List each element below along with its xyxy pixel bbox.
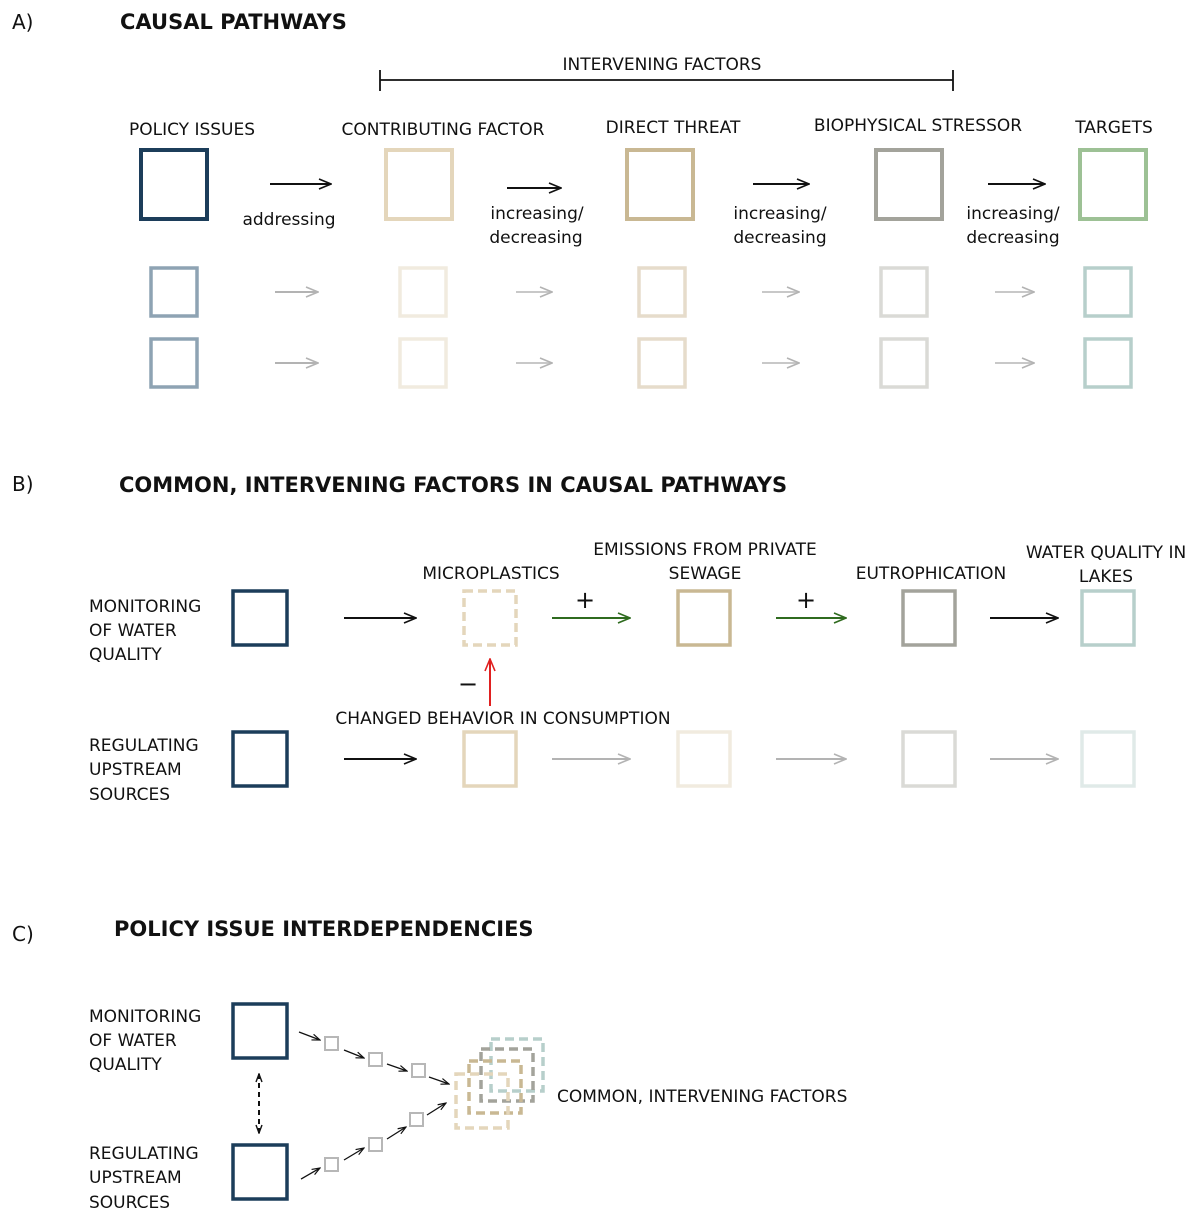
- microplastics-box: [462, 589, 518, 647]
- arrow-label-increasing-2: increasing/: [733, 204, 826, 224]
- upper-chain: [298, 1031, 449, 1084]
- arrow-label-decreasing-2: decreasing: [733, 228, 826, 248]
- regulating-policy-box: [231, 730, 289, 788]
- faded-threat-box: [676, 730, 732, 788]
- monitoring-policy-box: [231, 589, 289, 647]
- column-label-targets: TARGETS: [1074, 118, 1153, 138]
- section-b: B) COMMON, INTERVENING FACTORS IN CAUSAL…: [12, 472, 1186, 805]
- biophysical-stressor-box: [874, 148, 944, 221]
- faded-pathway-row-1: [149, 266, 1133, 318]
- column-label-contributing-factor: CONTRIBUTING FACTOR: [342, 120, 545, 140]
- intervening-factors-bracket: [379, 70, 954, 91]
- microplastics-label: MICROPLASTICS: [422, 564, 559, 584]
- emissions-box: [676, 589, 732, 647]
- policy-label-regulating-line1: REGULATING: [89, 736, 199, 756]
- changed-behavior-label: CHANGED BEHAVIOR IN CONSUMPTION: [335, 709, 670, 729]
- plus-sign-2: +: [796, 586, 816, 614]
- eutrophication-label: EUTROPHICATION: [856, 564, 1007, 584]
- contributing-factor-box: [384, 148, 454, 221]
- section-b-title: COMMON, INTERVENING FACTORS IN CAUSAL PA…: [119, 473, 787, 497]
- changed-behavior-box: [462, 730, 518, 788]
- common-factors-label: COMMON, INTERVENING FACTORS: [557, 1087, 847, 1107]
- column-label-policy-issues: POLICY ISSUES: [129, 120, 255, 140]
- lower-chain: [300, 1103, 446, 1180]
- column-label-biophysical-stressor: BIOPHYSICAL STRESSOR: [814, 116, 1022, 136]
- policy-label-regulating-c-line1: REGULATING: [89, 1144, 199, 1164]
- section-c: C) POLICY ISSUE INTERDEPENDENCIES MONITO…: [12, 917, 847, 1213]
- emissions-label-line1: EMISSIONS FROM PRIVATE: [593, 540, 816, 560]
- water-quality-label-line1: WATER QUALITY IN: [1026, 543, 1186, 563]
- emissions-label-line2: SEWAGE: [669, 564, 742, 584]
- intervening-factors-label: INTERVENING FACTORS: [563, 55, 762, 75]
- section-c-title: POLICY ISSUE INTERDEPENDENCIES: [114, 917, 534, 941]
- section-a-title: CAUSAL PATHWAYS: [120, 10, 347, 34]
- minus-sign: −: [458, 670, 478, 698]
- faded-stressor-box: [901, 730, 957, 788]
- policy-label-monitoring-c-line3: QUALITY: [89, 1055, 162, 1075]
- arrow-label-decreasing-1: decreasing: [489, 228, 582, 248]
- policy-label-regulating-line3: SOURCES: [89, 785, 170, 805]
- policy-label-monitoring-c-line2: OF WATER: [89, 1031, 177, 1051]
- target-box: [1078, 148, 1148, 221]
- column-label-direct-threat: DIRECT THREAT: [606, 118, 741, 138]
- direct-threat-box: [625, 148, 695, 221]
- section-a-label: A): [12, 10, 33, 34]
- policy-label-monitoring-line1: MONITORING: [89, 597, 201, 617]
- policy-issue-box: [139, 148, 209, 221]
- faded-target-box: [1080, 730, 1136, 788]
- policy-label-regulating-c-line2: UPSTREAM: [89, 1168, 182, 1188]
- water-quality-box: [1080, 589, 1136, 647]
- section-b-label: B): [12, 472, 34, 496]
- policy-label-regulating-line2: UPSTREAM: [89, 760, 182, 780]
- common-factor-stack: [454, 1037, 545, 1130]
- faded-pathway-row-2: [149, 337, 1133, 389]
- section-a: A) CAUSAL PATHWAYS INTERVENING FACTORS P…: [12, 10, 1153, 389]
- eutrophication-box: [901, 589, 957, 647]
- regulating-policy-box-c: [231, 1143, 289, 1201]
- policy-label-monitoring-line2: OF WATER: [89, 621, 177, 641]
- policy-label-monitoring-c-line1: MONITORING: [89, 1007, 201, 1027]
- arrow-label-increasing-1: increasing/: [490, 204, 583, 224]
- arrow-label-increasing-3: increasing/: [966, 204, 1059, 224]
- arrow-label-decreasing-3: decreasing: [966, 228, 1059, 248]
- monitoring-policy-box-c: [231, 1002, 289, 1060]
- arrow-label-addressing: addressing: [242, 210, 335, 230]
- water-quality-label-line2: LAKES: [1079, 567, 1133, 587]
- plus-sign-1: +: [575, 586, 595, 614]
- section-c-label: C): [12, 922, 34, 946]
- policy-label-regulating-c-line3: SOURCES: [89, 1193, 170, 1213]
- policy-label-monitoring-line3: QUALITY: [89, 645, 162, 665]
